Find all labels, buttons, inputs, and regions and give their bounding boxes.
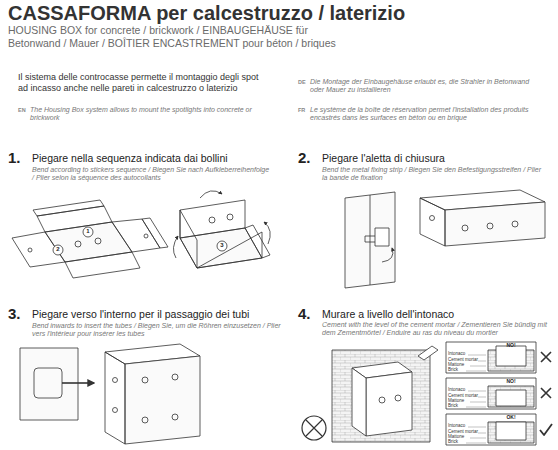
layer-label: Brick	[448, 404, 486, 409]
wall-installation	[332, 346, 438, 442]
translation-text: Le système de la boîte de réservation pe…	[310, 106, 542, 123]
step-number: 2.	[298, 149, 320, 167]
step-number: 1.	[8, 149, 30, 167]
language-tag: DE	[298, 80, 310, 86]
layer-label: Intonaco	[448, 424, 486, 429]
page-title: CASSAFORMA per calcestruzzo / laterizio	[8, 1, 405, 25]
callout-number: 2	[53, 246, 63, 253]
step-heading: Piegare verso l'interno per il passaggio…	[32, 308, 294, 321]
step-heading: Piegare l'aletta di chiusura	[322, 152, 552, 165]
folding-box	[173, 191, 270, 268]
layer-label: Cement mortar	[448, 358, 486, 363]
layer-label: Mattone	[448, 399, 486, 404]
translation-text: The Housing Box system allows to mount t…	[30, 106, 270, 123]
knockout-plate	[20, 348, 94, 420]
step-heading: Murare a livello dell'intonaco	[322, 308, 552, 321]
callout-number: 1	[83, 228, 93, 235]
step-number: 3.	[8, 305, 30, 323]
panel-verdict: OK!	[496, 415, 526, 420]
unfolded-box	[12, 200, 168, 278]
translation-text: Cement with the level of the cement mort…	[322, 321, 550, 338]
step-number: 4.	[298, 305, 320, 323]
level-panels	[446, 342, 552, 445]
layer-label: Brick	[448, 368, 486, 373]
translation-text: Die Montage der Einbaugehäuse erlaubt es…	[310, 78, 542, 95]
language-tag: FR	[298, 108, 310, 114]
housing-box	[105, 344, 200, 444]
intro-text: Il sistema delle controcasse permette il…	[18, 72, 268, 94]
callout-number: 3	[217, 242, 227, 249]
translation-text: Bend the metal fixing strip / Biegen Sie…	[322, 166, 547, 183]
fixing-strip	[345, 192, 395, 288]
forbidden-symbol	[302, 416, 326, 440]
layer-label: Cement mortar	[448, 430, 486, 435]
subtitle: HOUSING BOX for concrete / brickwork / E…	[8, 24, 348, 49]
panel-verdict: NO!	[496, 343, 526, 348]
layer-label: Mattone	[448, 435, 486, 440]
language-tag: EN	[18, 108, 30, 114]
layer-label: Intonaco	[448, 388, 486, 393]
housing-box	[420, 190, 545, 246]
layer-label: Intonaco	[448, 352, 486, 357]
layer-label: Cement mortar	[448, 394, 486, 399]
sticker-circles	[53, 227, 227, 255]
translation-text: Bend according to stickers sequence / Bi…	[32, 166, 272, 183]
panel-verdict: NO!	[496, 379, 526, 384]
step-heading: Piegare nella sequenza indicata dai boll…	[32, 152, 282, 165]
layer-label: Mattone	[448, 363, 486, 368]
layer-label: Brick	[448, 440, 486, 445]
translation-text: Bend inwards to insert the tubes / Biege…	[32, 322, 282, 339]
